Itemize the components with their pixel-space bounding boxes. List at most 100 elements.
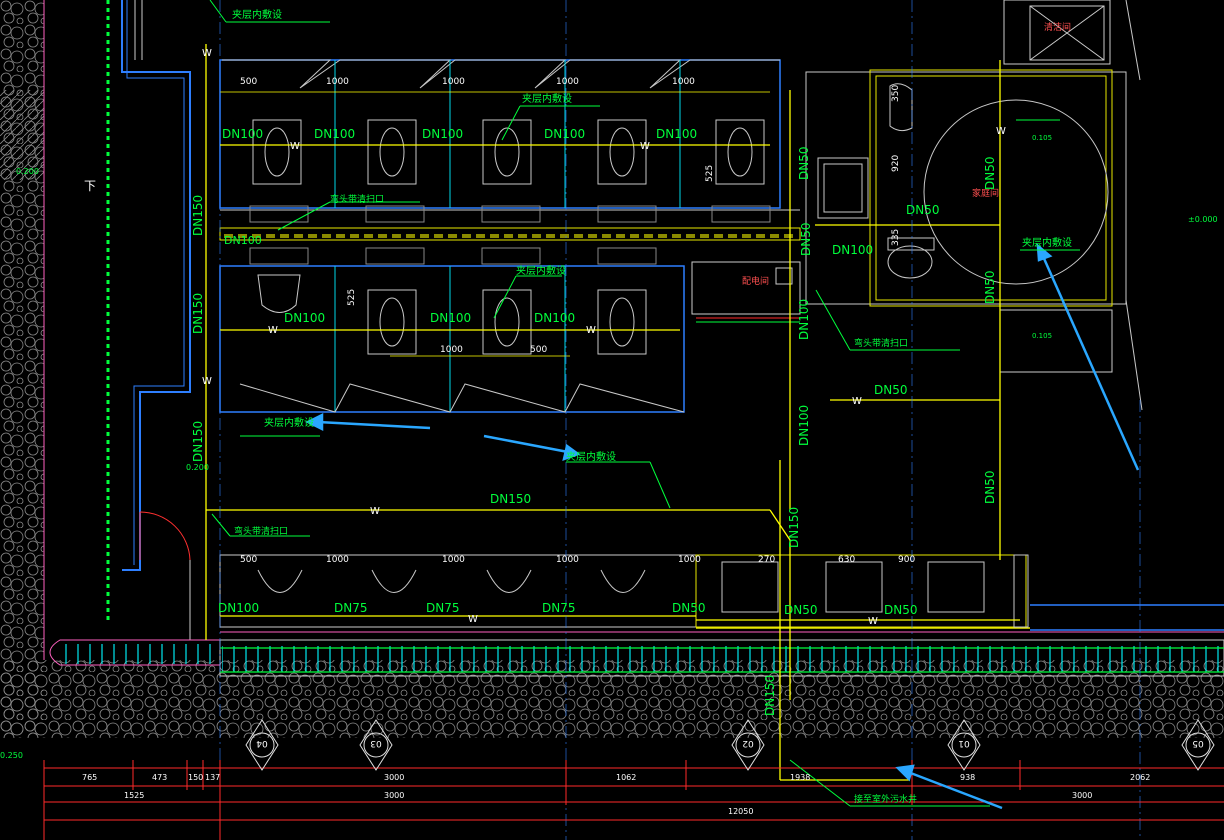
dim-text: 1938 — [790, 773, 810, 782]
duct-band — [219, 227, 801, 265]
pipe-marker-w: W — [852, 396, 862, 407]
pipe-label: DN75 — [426, 601, 460, 615]
elevation: 0.200 — [186, 463, 209, 472]
dimension-lines — [43, 760, 1224, 840]
pipe-marker-w: W — [370, 506, 380, 517]
axis-bubble-frame — [245, 719, 279, 771]
squat-toilet — [482, 289, 532, 355]
elevation: 0.200 — [16, 167, 39, 176]
pipe-label: DN75 — [542, 601, 576, 615]
pipe-label: DN50 — [906, 203, 940, 217]
squat-toilet — [367, 289, 417, 355]
dim-text: 473 — [152, 773, 167, 782]
pipe-marker-w: W — [268, 325, 278, 336]
axis-bubble-label: 02 — [742, 738, 753, 748]
elevation: 0.105 — [1032, 134, 1052, 142]
spacing-dim: 1000 — [442, 555, 465, 565]
axis-bubble-label: 01 — [958, 738, 969, 748]
pipe-marker-w: W — [640, 141, 650, 152]
pipe-label: DN50 — [983, 471, 997, 505]
axis-bubble-frame — [731, 719, 765, 771]
spacing-dim: 920 — [891, 155, 901, 172]
bottom-rail — [49, 604, 1224, 677]
axis-bubble — [1185, 732, 1211, 758]
squat-toilet — [597, 119, 647, 185]
note-interlayer-6: 夹层内敷设 — [1022, 236, 1072, 249]
dim-text: 12050 — [728, 807, 753, 816]
note-interlayer-1: 夹层内敷设 — [232, 8, 282, 21]
pipe-marker-w: W — [202, 376, 212, 387]
pipe-label: DN100 — [797, 299, 811, 340]
pipe-label: DN150 — [787, 507, 801, 548]
pipe-marker-w: W — [586, 325, 596, 336]
axis-bubble — [951, 732, 977, 758]
pipe-label: DN50 — [983, 271, 997, 305]
spacing-dim: 1000 — [678, 555, 701, 565]
walls — [43, 0, 191, 660]
pipe-label: DN100 — [314, 127, 355, 141]
squat-toilet-bowl — [609, 297, 635, 347]
dim-text: 3000 — [384, 791, 404, 800]
note-interlayer-3: 夹层内敷设 — [516, 264, 566, 277]
pipe-label: DN100 — [218, 601, 259, 615]
spacing-dim: 1000 — [440, 345, 463, 355]
pipe-label: DN150 — [191, 195, 205, 236]
pipe-label: DN150 — [490, 492, 531, 506]
pipe-label: DN100 — [430, 311, 471, 325]
pipe-label: DN50 — [784, 603, 818, 617]
axis-bubble — [249, 732, 275, 758]
drainage-pipes — [205, 44, 1020, 781]
text-labels: 夹层内敷设 夹层内敷设 夹层内敷设 夹层内敷设 夹层内敷设 夹层内敷设 弯头带清… — [0, 8, 1218, 816]
pipe-label: DN150 — [191, 421, 205, 462]
dim-text: 1525 — [124, 791, 144, 800]
spacing-dim: 1000 — [442, 77, 465, 87]
dim-text: 1062 — [616, 773, 636, 782]
squat-toilet-bowl — [379, 297, 405, 347]
room-distribution: 配电间 — [742, 275, 769, 287]
axis-bubble-frame — [947, 719, 981, 771]
dim-text: 2062 — [1130, 773, 1150, 782]
spacing-dim: 900 — [898, 555, 915, 565]
spacing-dim: 1000 — [326, 77, 349, 87]
pipe-label: DN100 — [656, 127, 697, 141]
pipe-label: DN150 — [763, 675, 777, 716]
dim-text: 3000 — [1072, 791, 1092, 800]
pipe-label: DN100 — [422, 127, 463, 141]
axis-bubble-frame — [1181, 719, 1215, 771]
dim-text: 765 — [82, 773, 97, 782]
pipe-label: DN100 — [534, 311, 575, 325]
pipe-marker-w: W — [868, 616, 878, 627]
note-cleanout-2: 弯头带清扫口 — [854, 337, 908, 349]
leader-lines — [209, 0, 1080, 807]
pipe-label: DN100 — [797, 405, 811, 446]
pipe-label: DN100 — [222, 127, 263, 141]
top-stalls — [219, 59, 800, 223]
dim-text: 3000 — [384, 773, 404, 782]
pipe-marker-w: W — [290, 141, 300, 152]
pipe-label: DN50 — [672, 601, 706, 615]
elevation: ±0.000 — [1188, 215, 1218, 224]
pipe-label: DN50 — [799, 223, 813, 257]
axis-grid — [219, 0, 1141, 840]
squat-toilet-bowl — [379, 127, 405, 177]
axis-bubble-label: 04 — [256, 738, 268, 748]
squat-toilet — [482, 119, 532, 185]
spacing-dim: 630 — [838, 555, 855, 565]
note-interlayer-4: 夹层内敷设 — [264, 416, 314, 429]
pipe-label: DN150 — [191, 293, 205, 334]
axis-bubble — [735, 732, 761, 758]
pipe-marker-w: W — [202, 48, 212, 59]
axis-bubble-frame — [359, 719, 393, 771]
room-family: 家庭间 — [972, 187, 999, 199]
squat-toilet-bowl — [609, 127, 635, 177]
distribution-room — [691, 261, 801, 323]
spacing-dim: 270 — [758, 555, 775, 565]
spacing-dim: 1000 — [556, 77, 579, 87]
spacing-dim: 525 — [347, 289, 357, 306]
spacing-dim: 500 — [530, 345, 547, 355]
dim-text: 150 — [188, 773, 203, 782]
spacing-dim: 525 — [705, 165, 715, 182]
ground-hatch — [0, 0, 1224, 738]
